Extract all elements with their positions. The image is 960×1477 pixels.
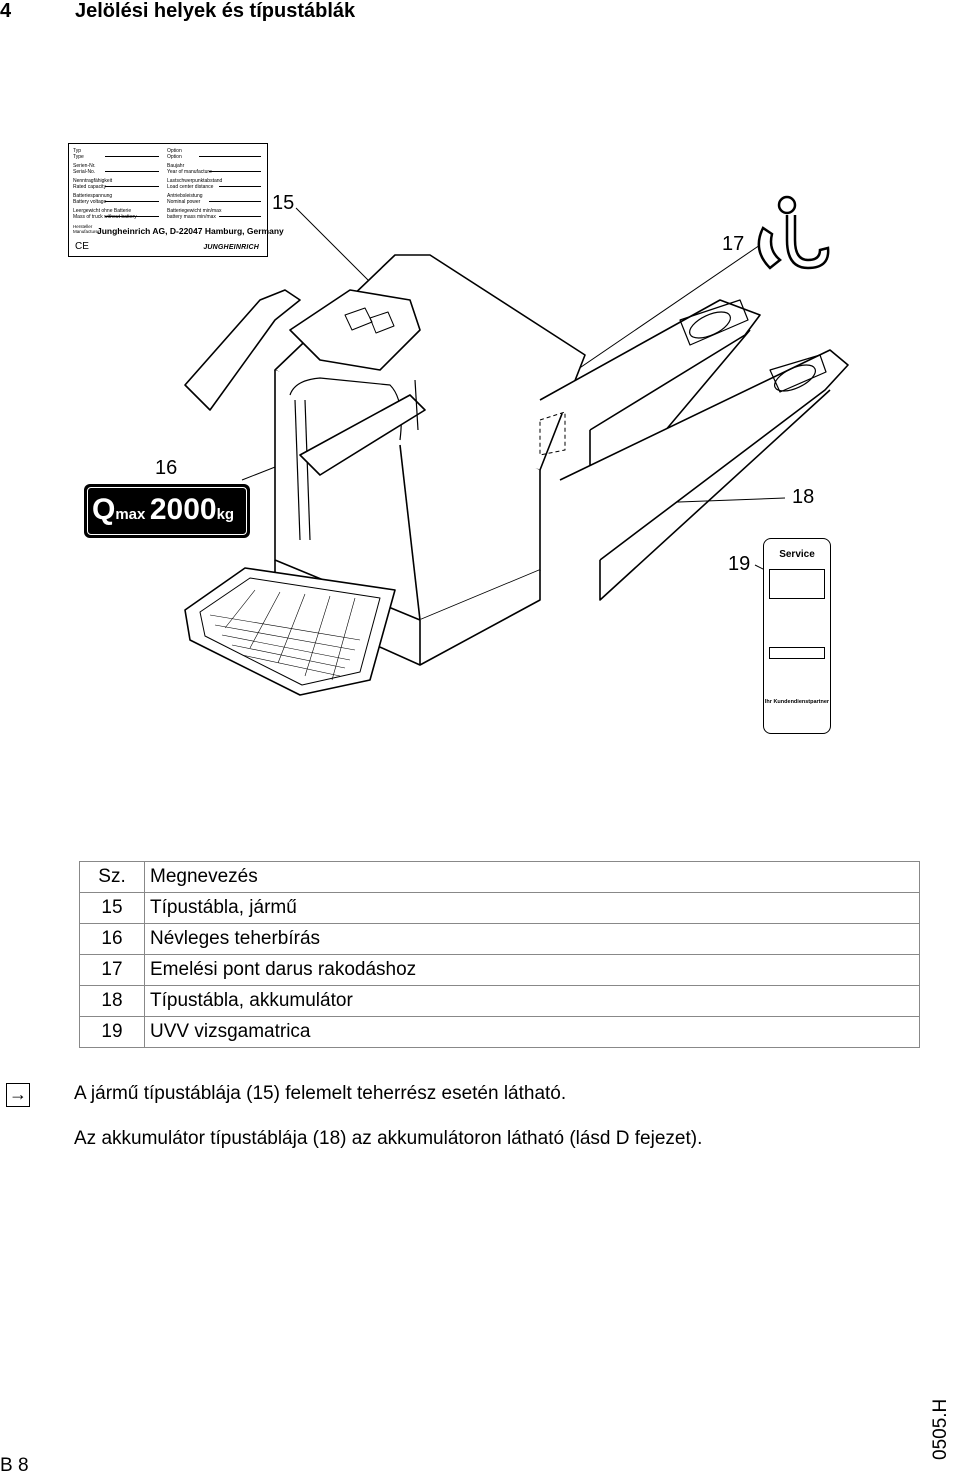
ce-mark: CE	[75, 241, 89, 252]
manufacturer-label: Hersteller Manufacturer	[73, 224, 100, 234]
row-no: 17	[79, 954, 145, 986]
section-title: Jelölési helyek és típustáblák	[75, 0, 356, 22]
row-name: Típustábla, akkumulátor	[144, 985, 920, 1017]
plate-field-label: Option Option	[167, 148, 182, 160]
row-name: Emelési pont darus rakodáshoz	[144, 954, 920, 986]
plate-field-label: Batteriegewicht min/max battery mass min…	[167, 208, 222, 220]
capacity-unit: kg	[216, 506, 235, 523]
row-no: 18	[79, 985, 145, 1017]
fork-left	[539, 299, 761, 431]
capacity-value: 2000	[149, 493, 217, 526]
table-row: 18 Típustábla, akkumulátor	[79, 985, 920, 1017]
header-no: Sz.	[79, 861, 145, 893]
tiller-head	[289, 289, 421, 371]
table-header-row: Sz. Megnevezés	[79, 861, 920, 893]
row-name: Névleges teherbírás	[144, 923, 920, 955]
pallet-truck-illustration	[184, 195, 849, 696]
table-row: 19 UVV vizsgamatrica	[79, 1016, 920, 1048]
service-title: Service	[779, 549, 815, 560]
row-no: 19	[79, 1016, 145, 1048]
table-row: 15 Típustábla, jármű	[79, 892, 920, 924]
hook-icon	[757, 195, 830, 270]
document-code: 0505.H	[930, 1398, 951, 1460]
manufacturer-address: Jungheinrich AG, D-22047 Hamburg, German…	[97, 226, 284, 236]
plate-field-label: Serien-Nr. Serial-No.	[73, 163, 96, 175]
plate-field-label: Lastschwerpunktabstand Load center dista…	[167, 178, 223, 190]
capacity-q: Q	[92, 493, 116, 526]
capacity-sub-max: max	[115, 506, 146, 523]
callout-17: 17	[722, 233, 745, 255]
plate-field-label: Baujahr Year of manufacture	[167, 163, 212, 175]
tiller-handle-left	[184, 289, 301, 411]
arrow-right-icon: →	[6, 1083, 30, 1107]
callout-18: 18	[792, 486, 815, 508]
row-no: 16	[79, 923, 145, 955]
note-line-2: Az akkumulátor típustáblája (18) az akku…	[74, 1128, 703, 1149]
section-number: 4	[0, 0, 12, 22]
platform-grid	[209, 589, 361, 681]
service-sticker: Service Ihr Kundendienstpartner	[763, 538, 831, 734]
header-name: Megnevezés	[144, 861, 920, 893]
row-no: 15	[79, 892, 145, 924]
callout-15: 15	[272, 192, 295, 214]
plate-field-label: Nenntragfähigkeit Rated capacity	[73, 178, 113, 190]
operator-platform	[184, 567, 396, 696]
callout-16: 16	[155, 457, 178, 479]
service-footer: Ihr Kundendienstpartner	[764, 699, 830, 705]
plate-field-label: Batteriespannung Battery voltage	[73, 193, 113, 205]
leader-line-15	[295, 207, 371, 283]
table-row: 16 Névleges teherbírás	[79, 923, 920, 955]
row-name: Típustábla, jármű	[144, 892, 920, 924]
table-row: 17 Emelési pont darus rakodáshoz	[79, 954, 920, 986]
tiller-handle-right	[299, 394, 426, 476]
vehicle-type-plate: Typ Type Option Option Serien-Nr. Serial…	[68, 143, 284, 257]
page-number: B 8	[0, 1455, 29, 1476]
rated-capacity-badge: Qmax 2000kg	[84, 484, 250, 538]
fork-right	[559, 349, 849, 561]
legend-table: Sz. Megnevezés 15 Típustábla, jármű 16 N…	[79, 861, 920, 1048]
note-line-1: A jármű típustáblája (15) felemelt teher…	[74, 1083, 567, 1104]
service-phone-field	[769, 647, 825, 659]
plate-field-label: Typ Type	[73, 148, 84, 160]
brand-logo: JUNGHEINRICH	[203, 244, 259, 251]
plate-field-label: Antriebsleistung Nominal power	[167, 193, 203, 205]
service-entry-box	[769, 569, 825, 599]
plate-field-label: Leergewicht ohne Batterie Mass of truck …	[73, 208, 137, 220]
row-name: UVV vizsgamatrica	[144, 1016, 920, 1048]
callout-19: 19	[728, 553, 751, 575]
